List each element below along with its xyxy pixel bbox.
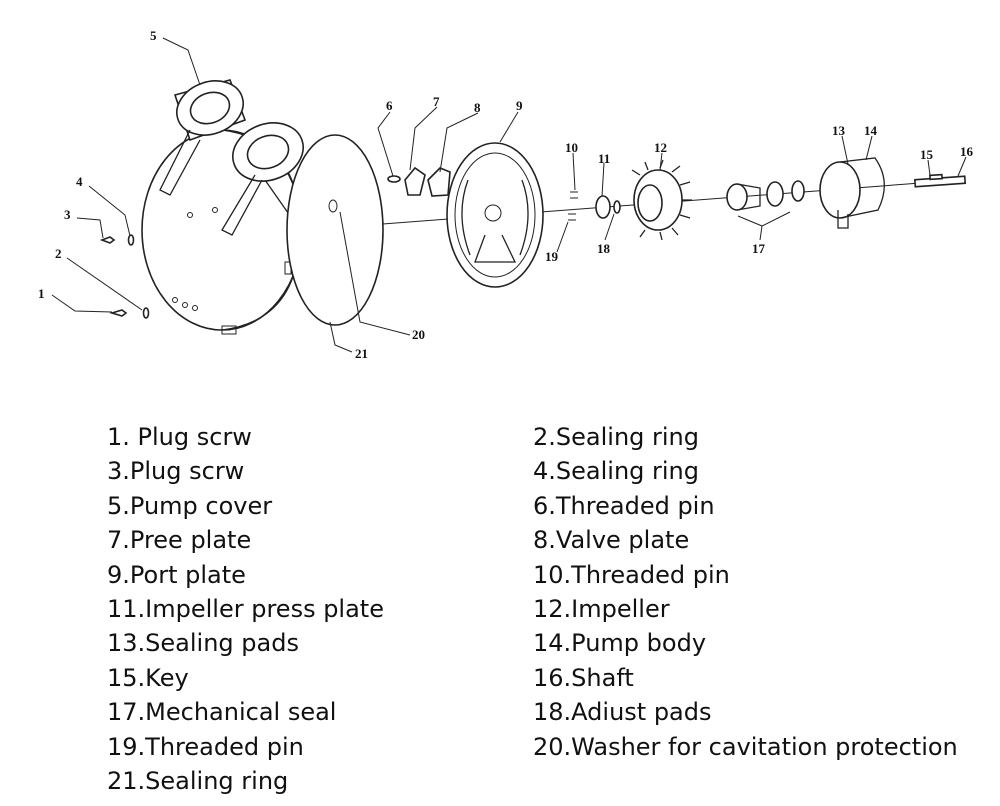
leader-lines	[51, 37, 967, 353]
legend-item: 2.Sealing ring	[533, 423, 699, 451]
legend-item: 20.Washer for cavitation protection	[533, 732, 958, 761]
legend-item: 19.Threaded pin	[107, 732, 304, 761]
sealing-ring-2-part	[142, 307, 150, 319]
exploded-view-diagram: 1 2 3 4 5 6 7 8 9 10 11 12 13 14 15 16 1…	[38, 28, 974, 361]
threaded-pin-6-part	[387, 175, 401, 183]
legend-item: 21.Sealing ring	[107, 766, 289, 795]
legend-item: 8.Valve plate	[533, 526, 690, 555]
washer-20-part	[328, 199, 338, 213]
legend-item: 18.Adiust pads	[533, 698, 712, 727]
pump-cover-part	[141, 79, 304, 335]
callout-11: 11	[598, 151, 610, 166]
legend-left-column: 1. Plug scrw 3.Plug scrw 5.Pump cover 7.…	[107, 420, 384, 798]
callout-3: 3	[64, 207, 71, 222]
parts-legend: 1. Plug scrw 3.Plug scrw 5.Pump cover 7.…	[0, 420, 1000, 806]
callout-19: 19	[545, 249, 559, 264]
callout-4: 4	[76, 174, 83, 189]
legend-item: 9.Port plate	[107, 560, 246, 589]
adjust-pads-18-part	[613, 200, 621, 214]
callout-16: 16	[960, 144, 974, 159]
callout-20: 20	[412, 327, 425, 342]
callout-10: 10	[565, 140, 578, 155]
valve-plate-8-part	[427, 167, 451, 197]
key-part	[929, 173, 943, 181]
callout-5: 5	[150, 28, 157, 43]
callout-17: 17	[752, 241, 766, 256]
legend-item: 10.Threaded pin	[533, 560, 730, 589]
plug-screw-1-part	[109, 309, 128, 317]
callout-9: 9	[516, 98, 523, 113]
callout-13: 13	[832, 123, 846, 138]
callout-8: 8	[474, 100, 481, 115]
legend-item: 6.Threaded pin	[533, 491, 715, 520]
legend-item: 16.Shaft	[533, 663, 634, 692]
legend-item: 11.Impeller press plate	[107, 594, 384, 623]
legend-item: 15.Key	[107, 663, 189, 692]
legend-item: 3.Plug scrw	[107, 457, 245, 486]
threaded-pin-10-part	[570, 191, 578, 199]
callout-14: 14	[864, 123, 878, 138]
callout-18: 18	[597, 241, 611, 256]
legend-item: 4.Sealing ring	[533, 457, 699, 486]
plug-screw-3-part	[99, 236, 116, 244]
callout-2: 2	[55, 246, 62, 261]
pump-body-part	[819, 157, 885, 229]
legend-item: 13.Sealing pads	[107, 629, 299, 658]
mechanical-seal-part	[726, 180, 805, 211]
callout-12: 12	[654, 140, 667, 155]
callout-21: 21	[355, 346, 368, 361]
threaded-pin-19-part	[568, 213, 576, 221]
sealing-ring-21-part	[286, 134, 384, 326]
sealing-ring-4-part	[127, 234, 135, 246]
legend-item: 5.Pump cover	[107, 491, 273, 520]
callout-6: 6	[386, 98, 393, 113]
legend-item: 1. Plug scrw	[107, 423, 252, 451]
legend-item: 12.Impeller	[533, 594, 670, 623]
impeller-part	[631, 159, 692, 241]
pree-plate-7-part	[404, 166, 426, 196]
callout-15: 15	[920, 147, 934, 162]
legend-item: 17.Mechanical seal	[107, 698, 337, 727]
legend-item: 7.Pree plate	[107, 526, 252, 555]
callout-1: 1	[38, 286, 45, 301]
impeller-press-plate-11-part	[595, 195, 611, 219]
port-plate-part	[446, 142, 544, 288]
legend-right-column: 2.Sealing ring 4.Sealing ring 6.Threaded…	[533, 420, 958, 764]
callout-7: 7	[433, 94, 440, 109]
legend-item: 14.Pump body	[533, 629, 707, 658]
